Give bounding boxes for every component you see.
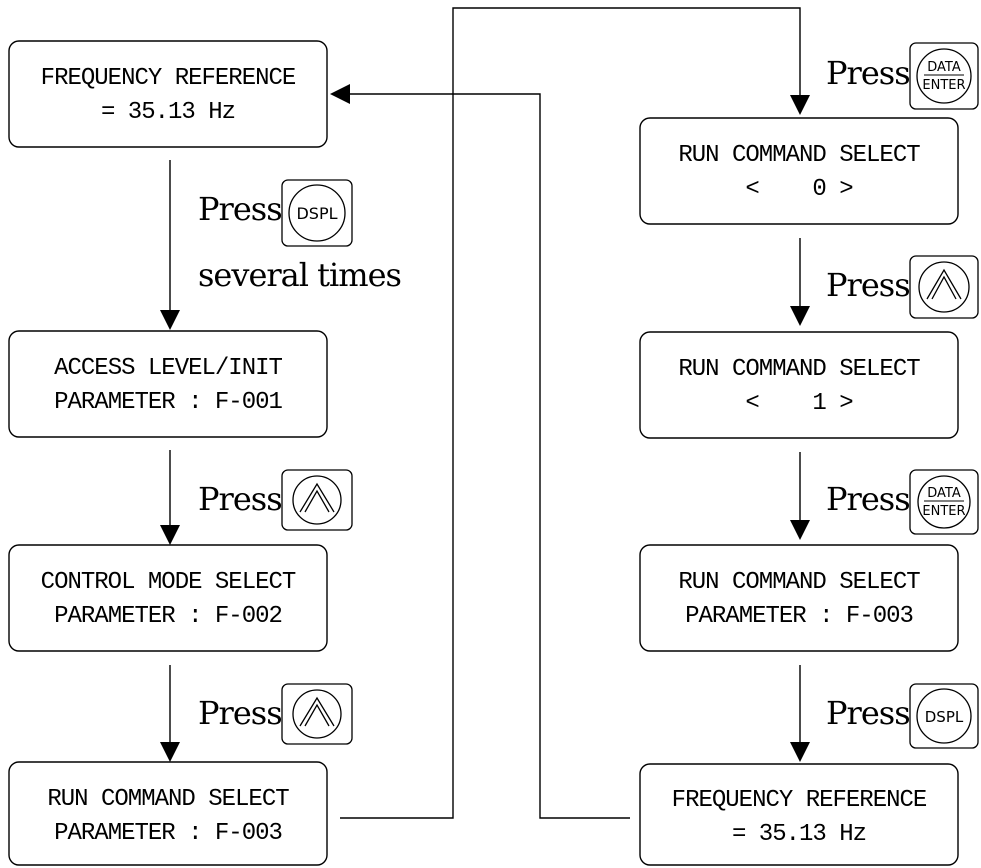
box-line2: < 0 > <box>745 176 853 203</box>
box-line2: = 35.13 Hz <box>732 821 866 848</box>
arrowhead-back-left <box>330 84 350 104</box>
data-key-label: DATA <box>927 486 961 501</box>
connector-back-to-left <box>350 93 630 819</box>
arrowhead-right-3 <box>790 742 810 762</box>
data-enter-key-icon: DATA ENTER <box>909 469 979 535</box>
arrowhead-right-0 <box>790 95 810 115</box>
box-run-command-1: RUN COMMAND SELECT < 1 > <box>639 331 959 439</box>
up-arrow-key-icon <box>909 255 979 319</box>
dspl-key-icon: DSPL <box>281 179 353 247</box>
box-frequency-reference-left: FREQUENCY REFERENCE = 35.13 Hz <box>8 40 328 148</box>
box-line1: ACCESS LEVEL/INIT <box>54 355 282 382</box>
step-press-data-enter-2: Press DATA ENTER <box>826 469 979 535</box>
step-press-up-1: Press <box>198 469 353 531</box>
enter-key-label: ENTER <box>922 78 965 93</box>
several-times-note: several times <box>198 256 401 294</box>
arrowhead-right-2 <box>790 520 810 540</box>
box-line2: PARAMETER : F-003 <box>54 820 282 847</box>
box-line1: RUN COMMAND SELECT <box>678 356 920 383</box>
press-label: Press <box>826 480 910 518</box>
box-line1: CONTROL MODE SELECT <box>41 569 296 596</box>
box-line1: RUN COMMAND SELECT <box>678 142 920 169</box>
press-label: Press <box>198 694 282 732</box>
box-access-level: ACCESS LEVEL/INIT PARAMETER : F-001 <box>8 330 328 438</box>
box-run-command-left: RUN COMMAND SELECT PARAMETER : F-003 <box>8 761 328 866</box>
press-label: Press <box>826 54 910 92</box>
data-enter-key-icon: DATA ENTER <box>909 42 979 110</box>
box-frequency-reference-right: FREQUENCY REFERENCE = 35.13 Hz <box>639 763 959 866</box>
press-label: Press <box>826 266 910 304</box>
step-press-up-3: Press <box>826 255 979 319</box>
press-label: Press <box>198 190 282 228</box>
step-press-data-enter-1: Press DATA ENTER <box>826 42 979 110</box>
connector-to-right-top <box>340 7 801 819</box>
dspl-key-label: DSPL <box>296 204 337 223</box>
box-line1: RUN COMMAND SELECT <box>47 786 289 813</box>
dspl-key-label: DSPL <box>925 708 964 726</box>
up-arrow-key-icon <box>281 683 353 745</box>
arrowhead-left-2 <box>160 525 180 545</box>
box-run-command-right: RUN COMMAND SELECT PARAMETER : F-003 <box>639 544 959 652</box>
press-label: Press <box>198 480 282 518</box>
dspl-key-icon: DSPL <box>909 683 979 749</box>
arrowhead-left-1 <box>160 310 180 330</box>
box-line2: PARAMETER : F-003 <box>685 603 913 630</box>
box-line1: FREQUENCY REFERENCE <box>41 65 296 92</box>
box-line2: = 35.13 Hz <box>101 99 235 126</box>
box-line2: PARAMETER : F-002 <box>54 603 282 630</box>
data-key-label: DATA <box>927 60 961 75</box>
arrowhead-right-1 <box>790 306 810 326</box>
box-run-command-0: RUN COMMAND SELECT < 0 > <box>639 117 959 225</box>
box-line1: RUN COMMAND SELECT <box>678 569 920 596</box>
arrowhead-left-3 <box>160 742 180 762</box>
press-label: Press <box>826 694 910 732</box>
enter-key-label: ENTER <box>922 504 965 519</box>
box-line2: PARAMETER : F-001 <box>54 389 282 416</box>
box-line2: < 1 > <box>745 390 853 417</box>
box-line1: FREQUENCY REFERENCE <box>672 787 927 814</box>
step-press-up-2: Press <box>198 683 353 745</box>
step-press-dspl-several: Press DSPL several times <box>198 179 402 294</box>
box-control-mode: CONTROL MODE SELECT PARAMETER : F-002 <box>8 544 328 652</box>
up-arrow-key-icon <box>281 469 353 531</box>
step-press-dspl: Press DSPL <box>826 683 979 749</box>
